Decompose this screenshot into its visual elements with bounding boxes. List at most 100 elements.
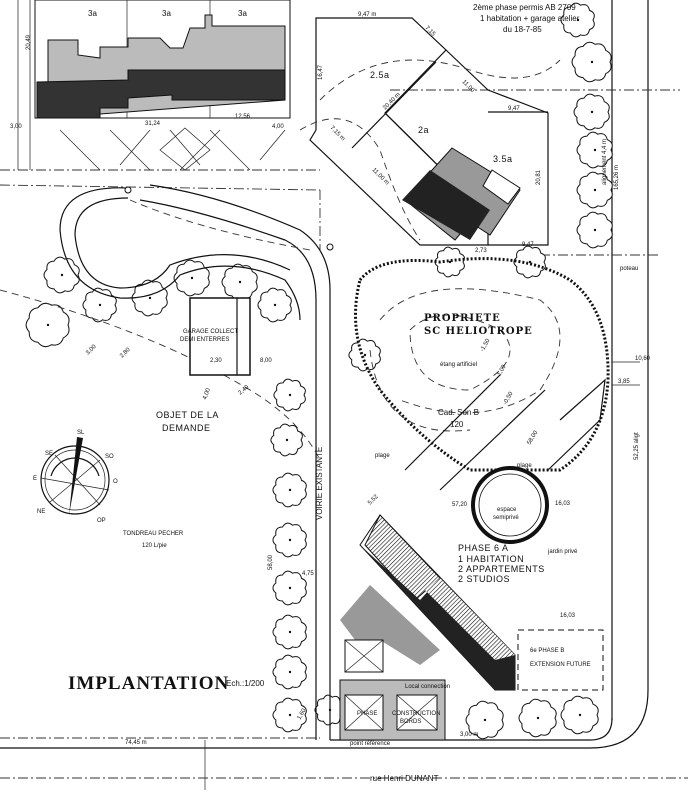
tree-trunk-icon [238, 280, 242, 284]
reference-label: point référence [350, 741, 391, 747]
dimension: 2,40 [237, 384, 250, 397]
phase-6a-line: 1 HABITATION [458, 554, 524, 564]
tree-trunk-icon [593, 188, 597, 192]
tree-trunk-icon [578, 713, 582, 717]
tree-trunk-icon [285, 438, 289, 442]
note-line: du 18-7-85 [503, 25, 542, 34]
pond-label: étang artificiel [440, 362, 477, 368]
tree-trunk-icon [288, 586, 292, 590]
cadastre-number: 120 [450, 420, 464, 429]
lot-label: 2a [418, 125, 429, 135]
dimension: 9,47 m [358, 12, 376, 18]
garden-label: jardin privé [547, 549, 578, 555]
dimension: 16,03 [555, 501, 571, 507]
dimension: 16,03 [560, 613, 576, 619]
dimension: alignement 4,4 m [602, 139, 608, 185]
compass-label: E [33, 476, 37, 482]
cadastre-label: Cad. Son B [438, 408, 479, 417]
dimension: 11,00 m [371, 167, 390, 186]
garage-label: GARAGE COLLECT [183, 329, 238, 335]
dimension: 16,47 [318, 64, 324, 80]
tree-trunk-icon [273, 303, 277, 307]
lot-label: 3a [162, 9, 171, 18]
drawing-title: IMPLANTATION [68, 673, 229, 694]
dimension: 2,30 [210, 358, 222, 364]
neighbour-number: 120 L/pie [142, 543, 167, 549]
dimension: 8,00 [260, 358, 272, 364]
tree-trunk-icon [593, 228, 597, 232]
semi-private-space: espace semiprivé 57,20 16,03 5,52 jardin… [367, 466, 578, 555]
note-line: 1 habitation + garage atelier [480, 14, 580, 23]
dimension: 74,45 m [125, 740, 147, 746]
dimension: 4,00 [272, 124, 284, 130]
construction-label: BORDS [400, 719, 421, 725]
dimension: 20,40 m [382, 92, 402, 112]
tree-trunk-icon [590, 110, 594, 114]
lot-label: 2.5a [370, 70, 390, 80]
phase-6b-extension: 6e PHASE B EXTENSION FUTURE 16,03 [517, 613, 604, 691]
phase-6b-label: 6e PHASE B [530, 648, 564, 654]
construction-label: PHASE [357, 711, 377, 717]
dimension: 31,24 [145, 121, 161, 127]
dimension: 3,00 [85, 343, 98, 356]
tree-trunk-icon [148, 296, 152, 300]
dimension: 4,00 [202, 387, 212, 401]
dimension: 11,00 [461, 79, 476, 94]
dimension: 7,15 m [329, 125, 346, 142]
property-title: SC HELIOTROPE [424, 326, 533, 337]
dimension: 5,52 [367, 493, 380, 506]
tree-trunk-icon [288, 538, 292, 542]
compass-label: SL [77, 430, 85, 436]
beach-label: plage [375, 453, 390, 459]
lot-label: 3a [88, 9, 97, 18]
level-label: -1,50 [480, 338, 492, 353]
compass-label: OP [97, 518, 106, 524]
dimension: 165,26 m [614, 165, 620, 190]
compass-label: SO [105, 454, 114, 460]
tree-trunk-icon [288, 713, 292, 717]
dimension: 1,60 [297, 707, 308, 721]
dimension: 9,47 [522, 242, 534, 248]
dimension: 4,75 [302, 571, 314, 577]
object-label: OBJET DE LA [156, 410, 219, 420]
lot-label: 3.5a [493, 154, 513, 164]
compass-label: SE [45, 451, 53, 457]
tree-trunk-icon [536, 716, 540, 720]
level-label: -1,00 [496, 364, 508, 379]
dimension: 9,47 [508, 106, 520, 112]
compass-rose: SL SO O OP NE E SE [33, 430, 118, 524]
heliotrope-property: PROPRIETE SC HELIOTROPE étang artificiel… [354, 257, 610, 491]
tree-trunk-icon [288, 393, 292, 397]
dimension: 3,85 [618, 379, 630, 385]
dimension: 52,25 aligt [634, 432, 640, 460]
tree-trunk-icon [483, 718, 487, 722]
connection-label: Local connection [405, 684, 450, 690]
post-label: poteau [620, 266, 638, 272]
phase-6b-label: EXTENSION FUTURE [530, 662, 591, 668]
tree-trunk-icon [98, 303, 102, 307]
garage-label: DEMI ENTERRES [180, 337, 229, 343]
tree-trunk-icon [288, 488, 292, 492]
phase-6a-line: 2 STUDIOS [458, 574, 510, 584]
dimension: 2,80 [119, 346, 132, 359]
phase-6a-title: PHASE 6 A [458, 543, 509, 553]
semi-label: semiprivé [493, 515, 519, 521]
tree-trunk-icon [190, 276, 194, 280]
phase-6a-building: PHASE 6 A 1 HABITATION 2 APPARTEMENTS 2 … [340, 514, 544, 691]
tree-trunk-icon [46, 323, 50, 327]
dimension: 3,00 m [460, 732, 478, 738]
street-name: rue Henri DUNANT [370, 774, 439, 783]
lot-label: 3a [238, 9, 247, 18]
construction-area: PHASE CONSTRUCTION BORDS Local connectio… [339, 639, 450, 747]
compass-label: NE [37, 509, 45, 515]
tree-trunk-icon [288, 670, 292, 674]
note-line: 2ème phase permis AB 2709 [473, 3, 576, 12]
tree-trunk-icon [448, 260, 452, 264]
dimension: 10,60 [635, 356, 651, 362]
permit-note: 2ème phase permis AB 2709 1 habitation +… [473, 3, 580, 34]
right-dimensions: 165,26 m alignement 4,4 m poteau 10,60 3… [602, 139, 651, 460]
dimension: 2,73 [475, 248, 487, 254]
compass-label: O [113, 479, 118, 485]
